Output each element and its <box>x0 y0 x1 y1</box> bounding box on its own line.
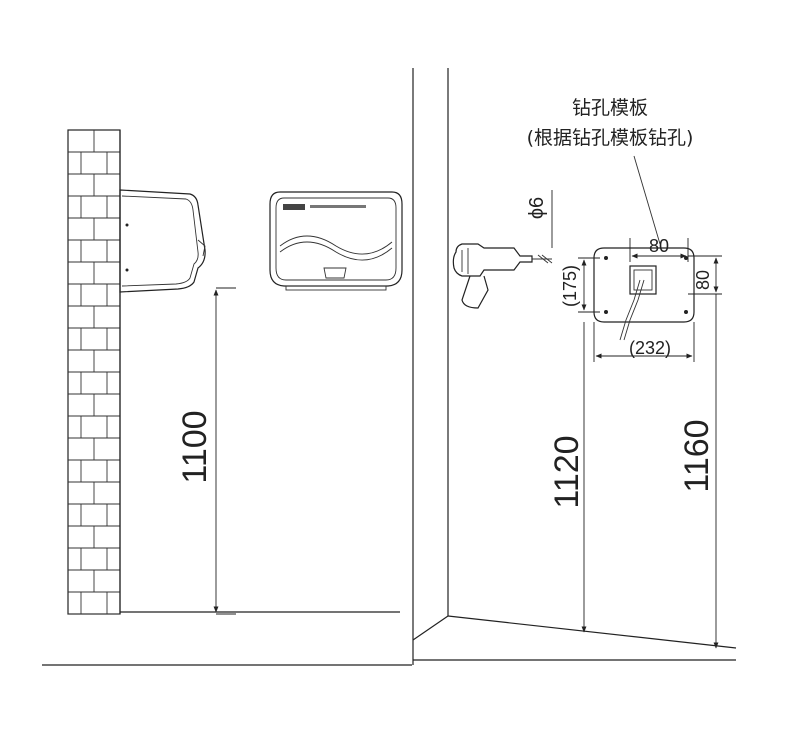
height-label-1160: 1160 <box>678 419 716 492</box>
template-width-label: (232) <box>629 338 671 358</box>
vertical-offset-label: (175) <box>560 265 580 307</box>
hole-spacing-side-label: 80 <box>693 270 713 290</box>
dryer-side-view <box>119 189 206 293</box>
height-label-1100: 1100 <box>176 410 214 483</box>
drill-icon <box>452 243 553 309</box>
template-leader-line <box>633 155 661 245</box>
drill-hole <box>604 310 608 314</box>
template-subtitle: (根据钻孔模板钻孔) <box>527 127 694 149</box>
height-label-1120: 1120 <box>548 435 586 508</box>
drill-bit-label: ϕ6 <box>526 197 548 219</box>
brand-logo <box>283 204 305 210</box>
wall-floor-line <box>447 615 737 649</box>
brick-wall <box>67 129 121 615</box>
drill-hole <box>684 310 688 314</box>
hole-spacing-top-label: 80 <box>649 236 669 256</box>
drill-hole <box>684 256 688 260</box>
power-cable <box>619 279 641 341</box>
drilling-template <box>593 247 695 341</box>
dryer-front-view <box>269 191 403 291</box>
hand-icon <box>323 267 347 279</box>
drill-hole <box>604 256 608 260</box>
template-title: 钻孔模板 <box>572 97 648 119</box>
power-box <box>629 265 657 295</box>
